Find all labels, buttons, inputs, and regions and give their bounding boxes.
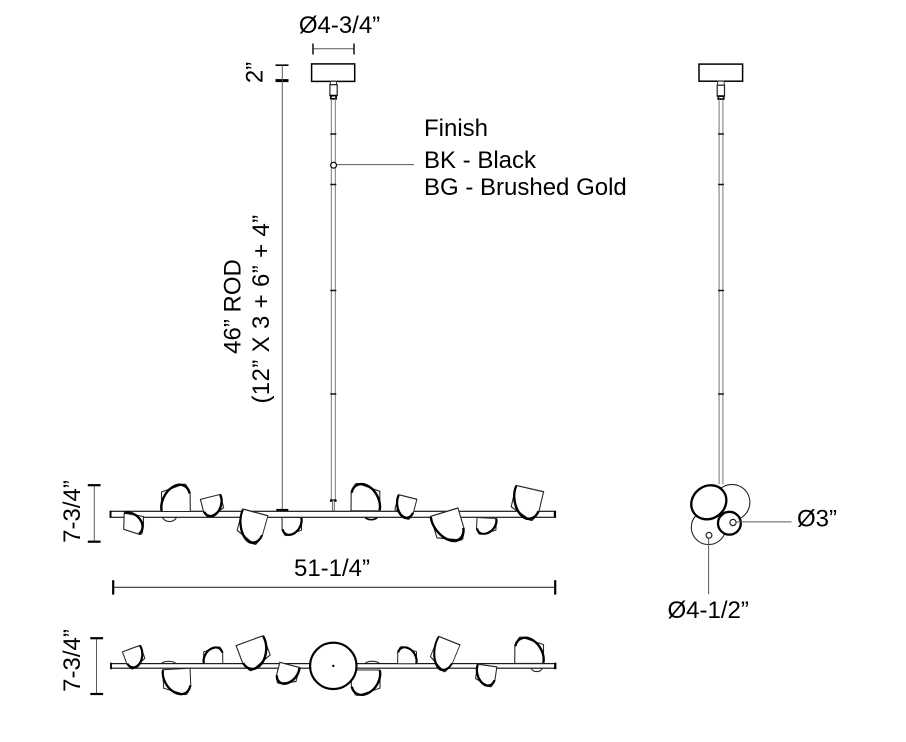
svg-text:51-1/4”: 51-1/4” [294,555,370,582]
svg-text:46” ROD: 46” ROD [220,259,247,354]
svg-text:Finish: Finish [424,115,488,142]
svg-text:2”: 2” [242,62,269,83]
svg-text:(12” X 3 + 6” + 4”: (12” X 3 + 6” + 4” [248,214,275,403]
svg-text:BG - Brushed Gold: BG - Brushed Gold [424,174,627,201]
svg-text:Ø3”: Ø3” [797,506,837,533]
svg-text:7-3/4”: 7-3/4” [59,480,86,543]
svg-text:7-3/4”: 7-3/4” [59,629,86,692]
svg-text:Ø4-3/4”: Ø4-3/4” [299,12,380,39]
svg-text:BK - Black: BK - Black [424,147,537,174]
svg-text:Ø4-1/2”: Ø4-1/2” [668,597,749,624]
